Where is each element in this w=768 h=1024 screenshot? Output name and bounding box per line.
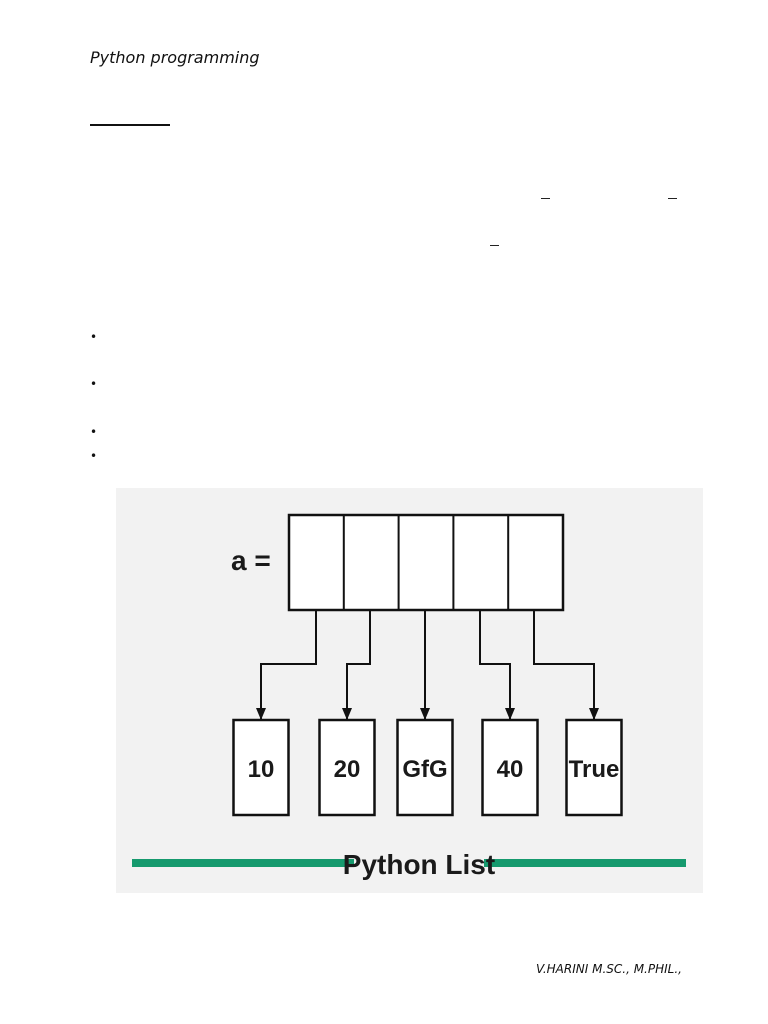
list-value-box: 40 — [481, 718, 539, 817]
list-value-label: 20 — [334, 756, 361, 783]
bullet-point-4: • — [90, 449, 98, 463]
reference-arrow — [256, 610, 317, 720]
list-array-frame — [287, 513, 565, 612]
list-values: 10 20 GfG 40 True — [232, 718, 623, 817]
list-value-box: GfG — [396, 718, 454, 817]
value-box-frame — [565, 718, 623, 817]
list-value-label: 40 — [497, 756, 524, 783]
python-list-diagram: a = 10 20 GfG 40 True Python List — [116, 488, 703, 893]
value-box-frame — [481, 718, 539, 817]
list-value-label: GfG — [402, 756, 447, 783]
reference-arrow — [479, 610, 515, 720]
text-dash-2 — [668, 198, 677, 199]
variable-label: a = — [231, 545, 271, 576]
heading-underline — [90, 124, 170, 126]
list-array — [287, 513, 565, 612]
reference-arrows — [256, 610, 599, 720]
figure-caption: Python List — [343, 849, 495, 880]
reference-arrow — [533, 610, 599, 720]
value-box-frame — [232, 718, 290, 817]
bullet-point-1: • — [90, 330, 98, 344]
bullet-point-2: • — [90, 377, 98, 391]
list-value-box: True — [565, 718, 623, 817]
value-box-frame — [396, 718, 454, 817]
list-value-box: 10 — [232, 718, 290, 817]
footer-author: V.HARINI M.SC., M.PHIL., — [536, 962, 682, 976]
text-dash-3 — [490, 245, 499, 246]
list-value-label: True — [569, 756, 620, 783]
text-dash-1 — [541, 198, 550, 199]
page-header-title: Python programming — [90, 48, 260, 67]
reference-arrow — [342, 610, 371, 720]
python-list-svg: a = 10 20 GfG 40 True Python List — [132, 513, 686, 880]
list-value-box: 20 — [318, 718, 376, 817]
bullet-point-3: • — [90, 425, 98, 439]
value-box-frame — [318, 718, 376, 817]
list-value-label: 10 — [248, 756, 275, 783]
